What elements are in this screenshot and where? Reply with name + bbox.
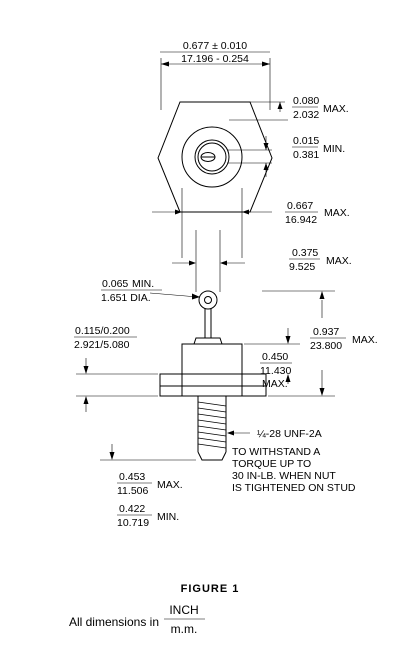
eyelet-hole-inch: 0.065: [102, 278, 128, 290]
figure-label: FIGURE 1: [181, 583, 240, 595]
body-dia-mm: 16.942: [285, 214, 317, 226]
terminal-min-inch: 0.015: [293, 135, 319, 147]
eyelet-hole-mm: 1.651 DIA.: [101, 292, 151, 304]
hex-thickness-suffix: MAX.: [323, 103, 349, 115]
terminal-width-suffix: MAX.: [326, 255, 352, 267]
overall-height-suffix: MAX.: [352, 334, 378, 346]
torque-note-line-1: TO WITHSTAND A: [232, 446, 320, 458]
diode-body: [181, 343, 243, 375]
torque-note-line-2: TORQUE UP TO: [232, 458, 311, 470]
hex-width-inch: 0.677 ± 0.010: [183, 40, 247, 52]
torque-note-line-4: IS TIGHTENED ON STUD: [232, 482, 356, 494]
stud-max-mm: 11.506: [117, 485, 148, 497]
hex-thickness-mm: 2.032: [293, 109, 319, 121]
side-view: [76, 290, 335, 461]
stud-min-inch: 0.422: [119, 503, 145, 515]
overall-height-inch: 0.937: [313, 326, 339, 338]
torque-note-line-3: 30 IN-LB. WHEN NUT: [232, 470, 336, 482]
body-height-inch: 0.450: [262, 351, 288, 363]
overall-height-mm: 23.800: [310, 340, 342, 352]
hex-thickness-inch: 0.080: [293, 95, 319, 107]
body-dia-suffix: MAX.: [324, 207, 350, 219]
hex-height-mm: 2.921/5.080: [74, 339, 130, 351]
stud-min-suffix: MIN.: [157, 511, 179, 523]
units-note-denominator: m.m.: [171, 622, 198, 636]
threaded-stud: [197, 396, 227, 461]
stud-min-mm: 10.719: [117, 517, 149, 529]
terminal-width-mm: 9.525: [289, 261, 315, 273]
body-dia-inch: 0.667: [287, 200, 313, 212]
dimension-labels: 0.677 ± 0.010 17.196 - 0.254 0.080 2.032…: [69, 40, 378, 636]
hex-width-mm: 17.196 - 0.254: [181, 53, 249, 65]
terminal-min-mm: 0.381: [293, 149, 319, 161]
units-note-numerator: INCH: [169, 603, 198, 617]
stud-max-inch: 0.453: [119, 471, 145, 483]
hex-nut-side: [159, 373, 267, 387]
terminal-width-inch: 0.375: [292, 247, 318, 259]
stud-body-circle: [181, 126, 243, 188]
stud-max-suffix: MAX.: [157, 479, 183, 491]
thread-note: ¼-28 UNF-2A: [257, 428, 322, 440]
hex-height-inch: 0.115/0.200: [75, 325, 130, 337]
top-view: [152, 58, 288, 292]
eyelet-icon: [198, 290, 218, 310]
terminal-min-suffix: MIN.: [323, 143, 345, 155]
eyelet-hole-suffix: MIN.: [132, 278, 154, 290]
body-height-mm: 11.430: [260, 365, 291, 377]
units-note-prefix: All dimensions in: [69, 615, 159, 629]
body-height-suffix: MAX.: [262, 378, 288, 390]
